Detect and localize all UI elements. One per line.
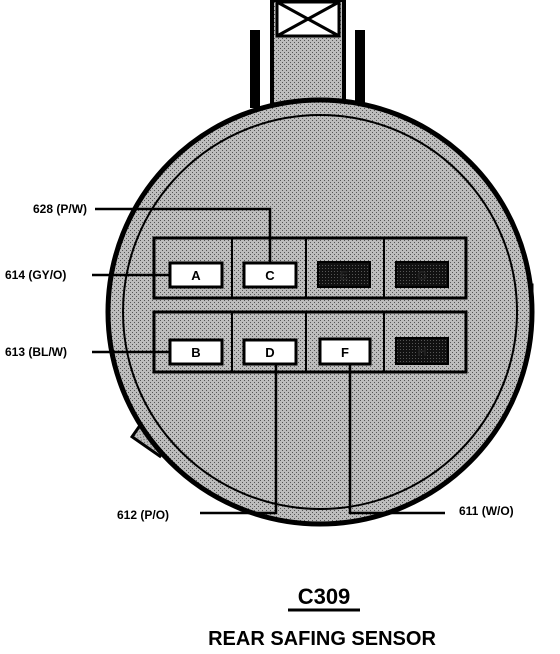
pin-c-label: C [265, 268, 275, 283]
wire-leader-lines [92, 207, 445, 515]
pin-d-label: D [265, 345, 274, 360]
locking-tab [250, 0, 365, 114]
pin-h: H [395, 337, 449, 365]
pin-c: C [242, 261, 298, 289]
wire-label-pin-b: 613 (BL/W) [5, 345, 67, 359]
pin-b-label: B [191, 345, 200, 360]
wire-label-pin-c: 628 (P/W) [33, 202, 87, 216]
connector-inner-ring [122, 114, 518, 510]
pin-e-label: E [340, 268, 349, 283]
wire-label-pin-f: 611 (W/O) [459, 504, 514, 518]
leader-pin-d [200, 364, 278, 515]
pin-g-label: G [417, 268, 427, 283]
pin-f-label: F [341, 345, 349, 360]
connector-id: C309 [298, 584, 351, 609]
leader-pin-c [95, 207, 272, 263]
leader-pin-f [348, 364, 445, 515]
pin-a-label: A [191, 268, 201, 283]
pin-d: D [242, 338, 298, 366]
pin-h-label: H [417, 344, 426, 359]
wire-label-pin-a: 614 (GY/O) [5, 268, 66, 282]
pin-a: A [168, 261, 224, 289]
pin-g: G [395, 261, 449, 288]
pin-e: E [317, 261, 371, 288]
pin-b: B [168, 338, 224, 366]
connector-name: REAR SAFING SENSOR [208, 628, 436, 650]
wire-label-pin-d: 612 (P/O) [117, 508, 169, 522]
pin-f: F [318, 337, 372, 366]
